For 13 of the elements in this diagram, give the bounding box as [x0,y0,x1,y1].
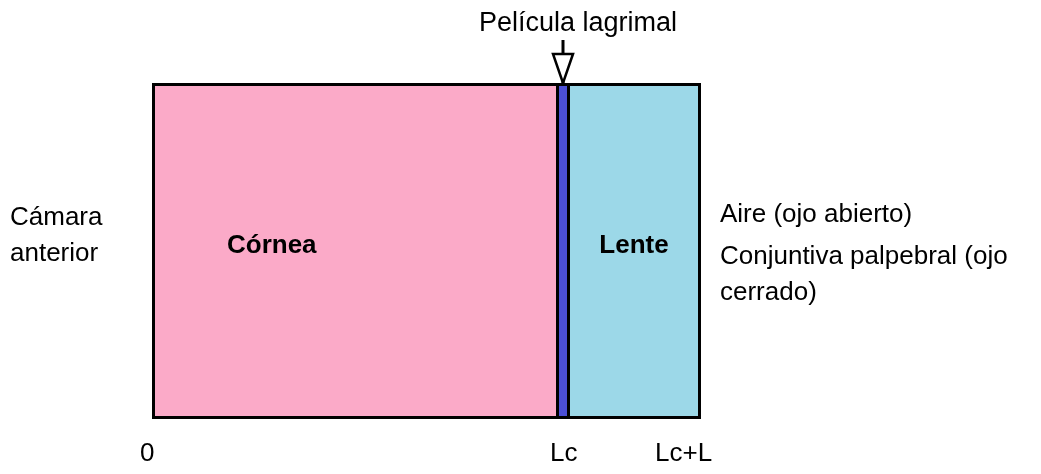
region-label: Lente [598,228,670,261]
tear-film-bar [559,83,567,419]
region-label: Cámara anterior [10,200,104,270]
cornea-region [152,83,559,419]
film-label: Película lagrimal [448,4,708,40]
region-label: Córnea [227,228,317,261]
block-arrow [551,40,575,85]
axis-tick-label: Lc+L [655,436,713,469]
lens-region [567,83,701,419]
region-label: Aire (ojo abierto) [720,197,914,230]
axis-tick-label: 0 [140,436,155,469]
region-label: Conjuntiva palpebral (ojo cerrado) [720,239,1009,309]
axis-tick-label: Lc [550,436,578,469]
